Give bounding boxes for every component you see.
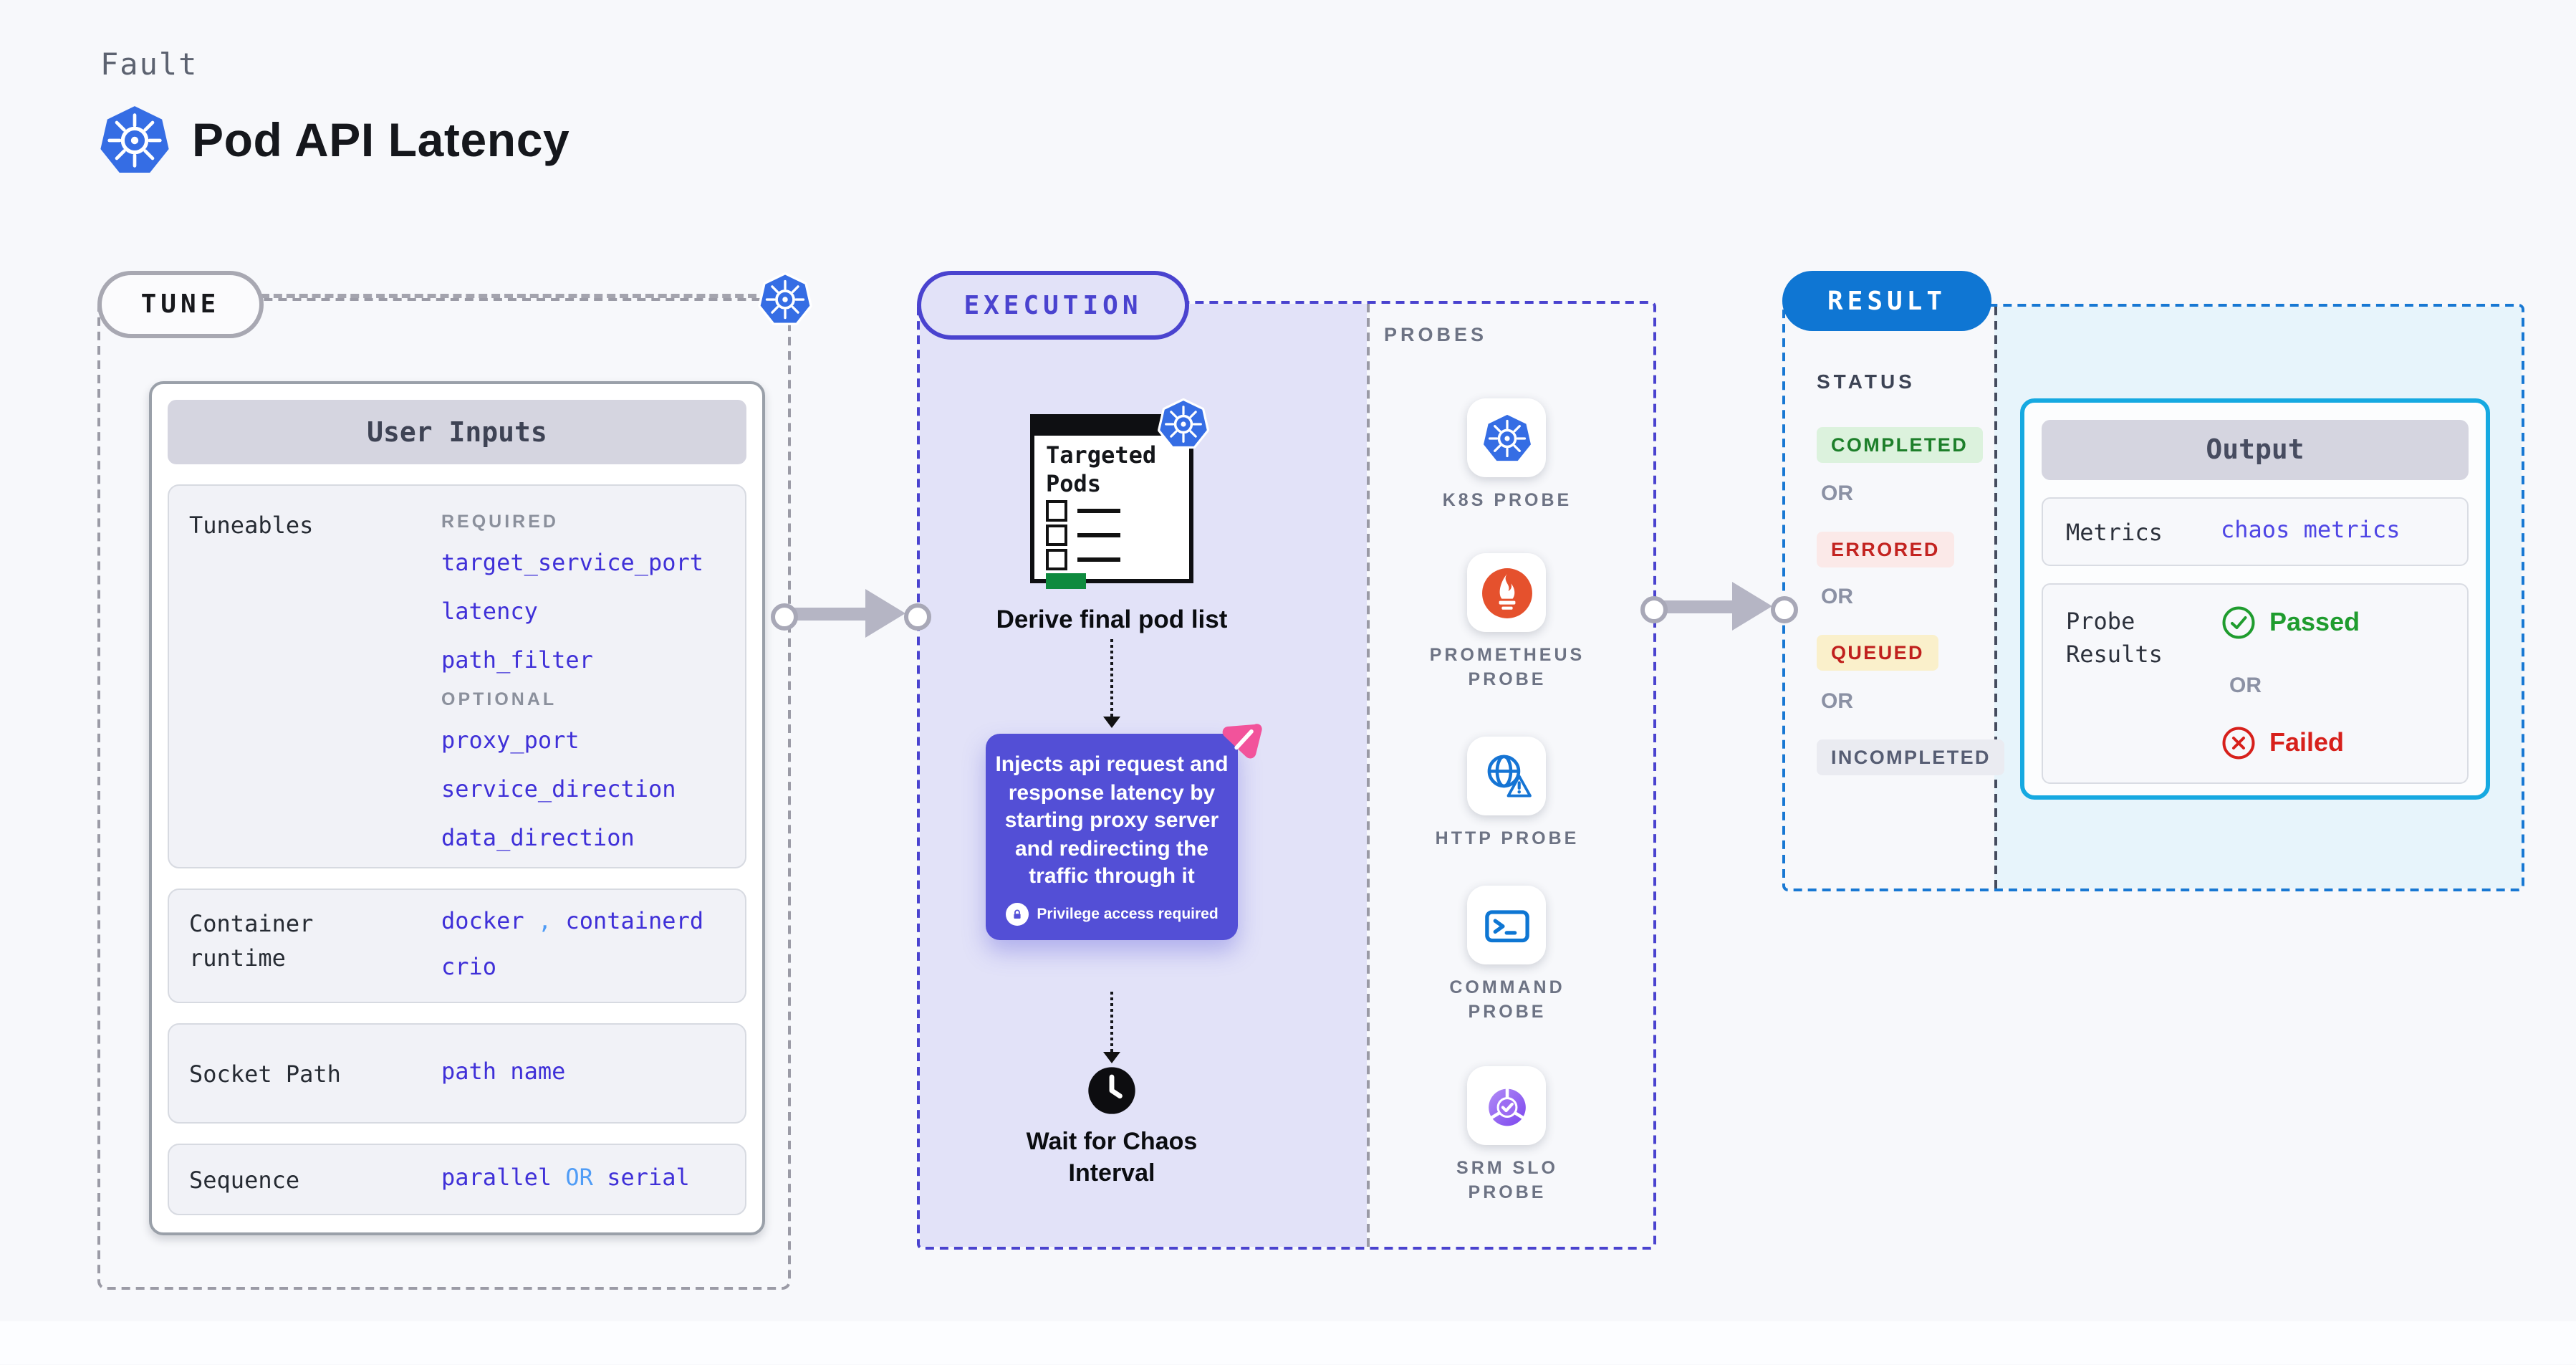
- socket-path-row: Socket Path path name: [168, 1023, 746, 1124]
- runtime-separator: ,: [537, 907, 552, 934]
- pod-list-item: [1046, 500, 1120, 522]
- failed-label: Failed: [2269, 728, 2345, 757]
- sequence-value: parallel: [441, 1164, 552, 1191]
- probe-card-command: [1467, 886, 1546, 964]
- fault-eyebrow: Fault: [100, 47, 198, 82]
- or-label: OR: [1821, 482, 1853, 506]
- page-title: Pod API Latency: [192, 113, 570, 166]
- probe-label: COMMAND PROBE: [1449, 977, 1565, 1021]
- metrics-row: Metrics chaos metrics: [2042, 497, 2469, 566]
- sequence-or: OR: [565, 1164, 593, 1191]
- socket-path-value: path name: [441, 1058, 566, 1085]
- lock-icon: [1005, 902, 1029, 925]
- container-runtime-label: Container runtime: [189, 910, 314, 972]
- probe-card-k8s: [1467, 398, 1546, 477]
- output-card: Output Metrics chaos metrics Probe Resul…: [2020, 398, 2490, 800]
- or-label: OR: [2229, 674, 2262, 698]
- pod-list-item: [1046, 525, 1120, 546]
- prometheus-icon: [1479, 565, 1534, 620]
- user-inputs-card: User Inputs Tuneables REQUIRED target_se…: [149, 381, 765, 1235]
- runtime-value: containerd: [565, 907, 704, 934]
- k8s-icon: [1481, 412, 1532, 464]
- srm-slo-icon: [1479, 1078, 1534, 1133]
- or-label: OR: [1821, 689, 1853, 714]
- output-header: Output: [2042, 420, 2469, 480]
- probe-label: K8S PROBE: [1442, 490, 1572, 510]
- flow-connector-arrowhead: [1103, 1052, 1120, 1063]
- probe-label: SRM SLO PROBE: [1456, 1158, 1558, 1202]
- sequence-value: serial: [607, 1164, 690, 1191]
- inject-description-box: Injects api request and response latency…: [986, 734, 1238, 939]
- targeted-pods-title: Targeted Pods: [1046, 441, 1157, 497]
- user-inputs-header: User Inputs: [168, 400, 746, 464]
- tune-section-box: [97, 298, 791, 1290]
- derive-pod-list-label: Derive final pod list: [996, 605, 1228, 633]
- optional-heading: OPTIONAL: [441, 689, 557, 709]
- flow-connector-arrowhead: [1103, 717, 1120, 728]
- footer-strip: [0, 1321, 2576, 1364]
- status-badge-queued: QUEUED: [1817, 635, 1938, 671]
- runtime-value: docker: [441, 907, 524, 934]
- clock-icon: [1085, 1063, 1139, 1118]
- tuneable-item: service_direction: [441, 775, 676, 803]
- passed-result: Passed: [2221, 605, 2360, 641]
- status-separator: [1994, 307, 1997, 889]
- probe-results-row: Probe Results Passed OR Failed: [2042, 583, 2469, 784]
- probe-card-prometheus: [1467, 553, 1546, 632]
- http-icon: [1479, 749, 1534, 803]
- x-circle-icon: [2221, 725, 2257, 761]
- kubernetes-icon: [97, 103, 172, 178]
- metrics-value: chaos metrics: [2221, 516, 2400, 543]
- pods-progress-bar: [1046, 573, 1086, 589]
- page-title-row: Pod API Latency: [97, 103, 569, 178]
- command-icon: [1479, 898, 1534, 952]
- tuneable-item: path_filter: [441, 646, 593, 674]
- probe-results-label: Probe Results: [2066, 608, 2163, 668]
- sequence-label: Sequence: [189, 1167, 300, 1194]
- probe-label: PROMETHEUS PROBE: [1429, 645, 1585, 689]
- kubernetes-badge-icon: [1155, 396, 1212, 453]
- failed-result: Failed: [2221, 725, 2344, 761]
- probes-heading: PROBES: [1384, 324, 1488, 345]
- probe-card-http: [1467, 737, 1546, 815]
- targeted-pods-card: Targeted Pods: [1030, 414, 1193, 589]
- tuneables-row: Tuneables REQUIRED target_service_port l…: [168, 484, 746, 868]
- flow-connector: [1110, 639, 1113, 717]
- probe-card-srm-slo: [1467, 1066, 1546, 1145]
- tuneable-item: data_direction: [441, 824, 635, 851]
- tuneable-item: latency: [441, 598, 538, 625]
- runtime-value: crio: [441, 953, 497, 980]
- metrics-label: Metrics: [2066, 519, 2163, 546]
- tune-pill: TUNE: [97, 271, 264, 338]
- status-heading: STATUS: [1817, 370, 1916, 393]
- status-badge-errored: ERRORED: [1817, 532, 1954, 567]
- wait-chaos-interval-label: Wait for Chaos Interval: [1026, 1128, 1198, 1187]
- container-runtime-row: Container runtime docker , containerd cr…: [168, 889, 746, 1003]
- flow-connector: [1110, 992, 1113, 1052]
- result-pill: RESULT: [1782, 271, 1991, 331]
- passed-label: Passed: [2269, 608, 2360, 636]
- sequence-row: Sequence parallel OR serial: [168, 1144, 746, 1215]
- socket-path-label: Socket Path: [189, 1060, 341, 1088]
- pod-list-item: [1046, 549, 1120, 570]
- or-label: OR: [1821, 585, 1853, 609]
- tuneable-item: proxy_port: [441, 727, 580, 754]
- probes-separator: [1367, 304, 1370, 1247]
- pods-card-titlebar: [1033, 417, 1181, 436]
- probe-label: HTTP PROBE: [1435, 828, 1580, 848]
- tuneables-label: Tuneables: [189, 512, 314, 539]
- status-badge-incompleted: INCOMPLETED: [1817, 739, 2005, 775]
- required-heading: REQUIRED: [441, 512, 559, 532]
- tuneable-item: target_service_port: [441, 549, 704, 576]
- privilege-row: Privilege access required: [990, 902, 1234, 925]
- status-badge-completed: COMPLETED: [1817, 427, 1983, 463]
- inject-description: Injects api request and response latency…: [995, 752, 1229, 889]
- tune-dashed-connector: [261, 294, 756, 298]
- kubernetes-corner-icon: [755, 269, 815, 330]
- chaos-arrow-icon: [1212, 718, 1264, 770]
- execution-pill: EXECUTION: [917, 271, 1189, 340]
- privilege-label: Privilege access required: [1037, 905, 1219, 922]
- check-circle-icon: [2221, 605, 2257, 641]
